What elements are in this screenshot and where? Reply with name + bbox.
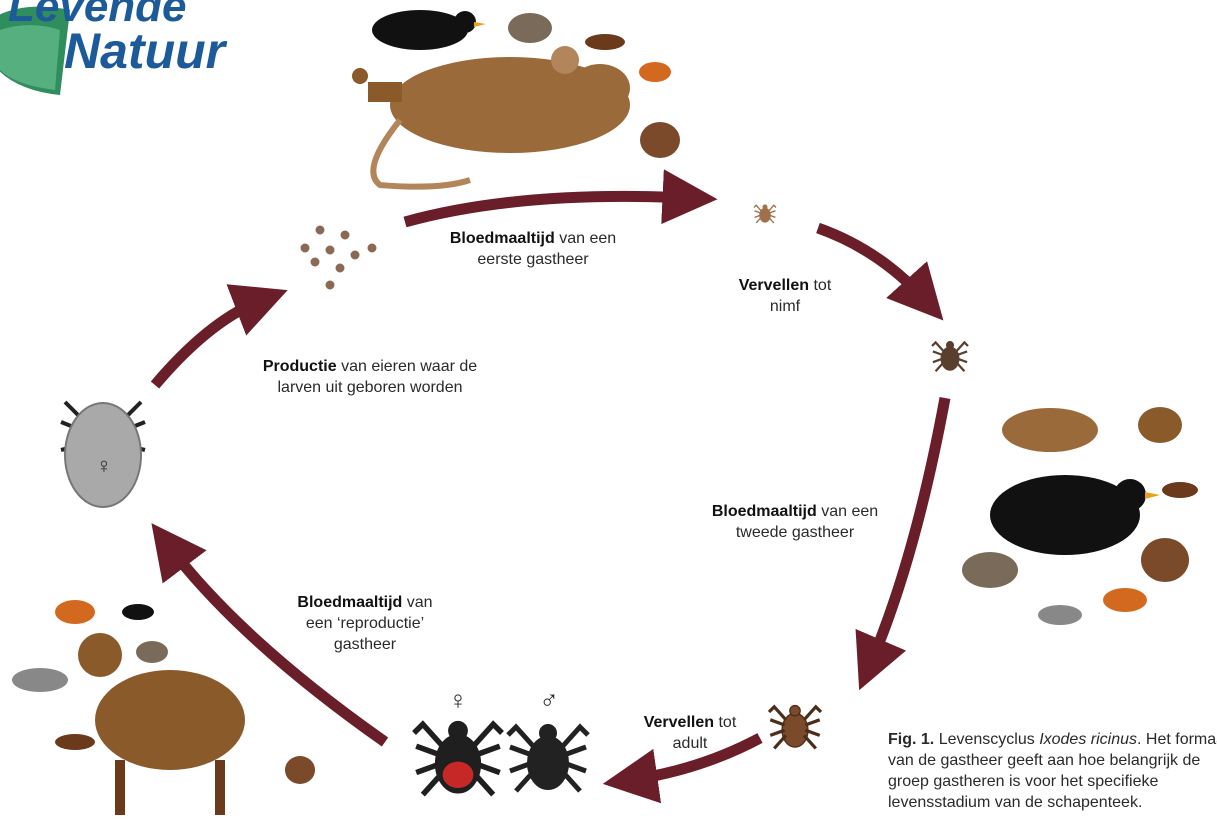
label-first-blood-meal: Bloedmaaltijd van een eerste gastheer <box>418 228 648 270</box>
figure-caption: Fig. 1. Levenscyclus Ixodes ricinus. Het… <box>888 729 1217 813</box>
squirrel-icon <box>639 62 671 82</box>
marten-icon <box>585 34 625 50</box>
larva-icon <box>301 226 376 289</box>
adult-female-tick-icon <box>414 722 502 795</box>
engorged-nymph-icon <box>769 706 821 749</box>
label-reproduction-blood-meal: Bloedmaaltijd van een ‘reproductie’ gast… <box>260 592 470 655</box>
label-egg-production: Productie van eieren waar de larven uit … <box>225 356 515 398</box>
adult-male-tick-icon <box>508 725 588 791</box>
female-symbol: ♀ <box>445 690 471 711</box>
hedgehog-icon <box>508 13 552 43</box>
arrow-larva-to-first-host <box>405 196 690 222</box>
female-symbol-on-engorged: ♀ <box>92 455 116 476</box>
roe-deer-icon <box>352 68 402 102</box>
larva-after-meal-icon <box>754 205 776 223</box>
label-molt-to-nymph: Vervellen tot nimf <box>715 275 855 317</box>
male-symbol: ♂ <box>536 690 562 711</box>
blackbird-icon <box>372 10 486 50</box>
wood-mouse-icon <box>373 46 630 187</box>
nymph-icon <box>932 342 968 372</box>
label-second-blood-meal: Bloedmaaltijd van een tweede gastheer <box>680 501 910 543</box>
label-molt-to-adult: Vervellen tot adult <box>620 712 760 754</box>
second-host-group <box>962 407 1198 625</box>
hare-icon <box>640 122 680 158</box>
